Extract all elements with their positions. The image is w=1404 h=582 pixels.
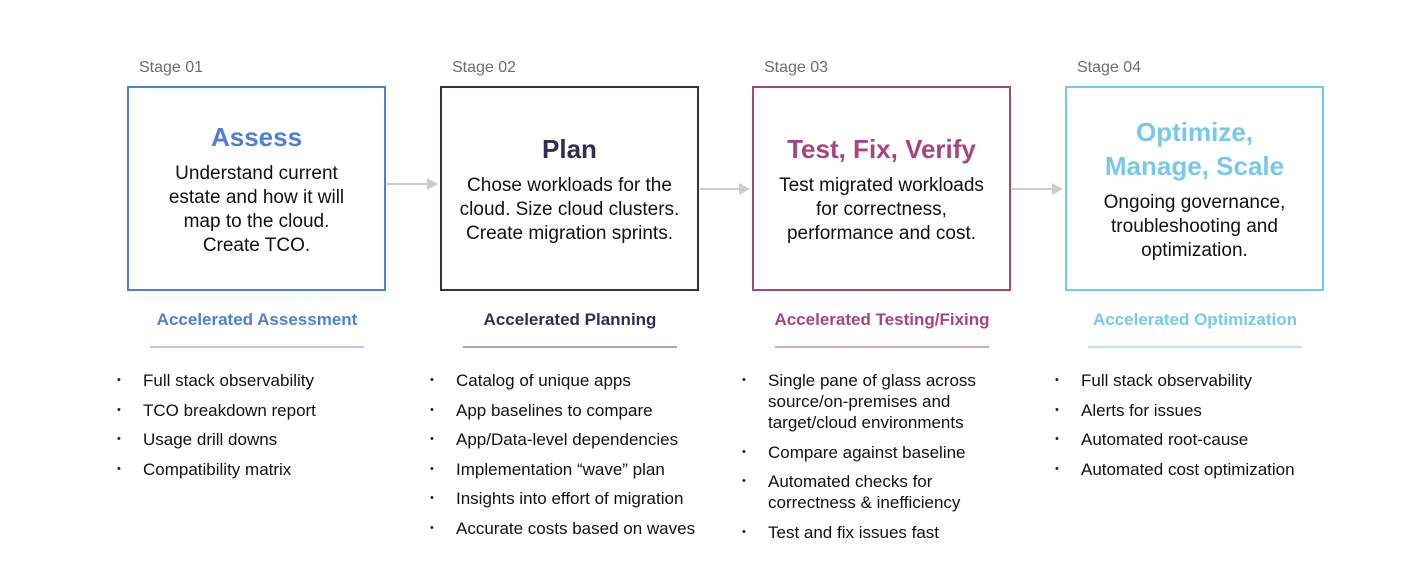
stage-box: Optimize, Manage, Scale Ongoing governan… bbox=[1065, 86, 1324, 291]
feature-list: Single pane of glass across source/on-pr… bbox=[738, 370, 1008, 543]
feature-item: App baselines to compare bbox=[426, 400, 726, 421]
stage-title: Assess bbox=[210, 121, 303, 152]
feature-item: Compatibility matrix bbox=[113, 459, 413, 480]
stage-1: Stage 01 Assess Understand current estat… bbox=[117, 58, 387, 488]
arrow-head bbox=[1052, 183, 1063, 195]
stage-title: Optimize, Manage, Scale bbox=[1104, 116, 1285, 181]
feature-list: Catalog of unique appsApp baselines to c… bbox=[426, 370, 726, 539]
stage-description: Test migrated workloads for correctness,… bbox=[779, 174, 984, 244]
arrow-head bbox=[739, 183, 750, 195]
stage-label: Stage 01 bbox=[139, 59, 204, 76]
feature-item: Automated checks for correctness & ineff… bbox=[738, 471, 1008, 513]
stage-label: Stage 04 bbox=[1077, 59, 1142, 76]
arrow-right-icon bbox=[387, 178, 438, 190]
stage-title: Test, Fix, Verify bbox=[787, 133, 976, 164]
feature-item: Catalog of unique apps bbox=[426, 370, 726, 391]
stage-box: Assess Understand current estate and how… bbox=[127, 86, 386, 291]
accelerator-underline bbox=[150, 346, 364, 348]
feature-list: Full stack observabilityTCO breakdown re… bbox=[113, 370, 413, 480]
stage-label: Stage 02 bbox=[452, 59, 517, 76]
feature-item: App/Data-level dependencies bbox=[426, 429, 726, 450]
accelerator-label: Accelerated Assessment bbox=[156, 310, 358, 329]
accelerator-label: Accelerated Planning bbox=[483, 310, 657, 329]
stage-4: Stage 04 Optimize, Manage, Scale Ongoing… bbox=[1055, 58, 1325, 488]
feature-item: Test and fix issues fast bbox=[738, 522, 1008, 543]
feature-item: Insights into effort of migration bbox=[426, 488, 726, 509]
feature-item: Accurate costs based on waves bbox=[426, 518, 726, 539]
stage-description: Understand current estate and how it wil… bbox=[168, 162, 345, 256]
feature-item: TCO breakdown report bbox=[113, 400, 413, 421]
feature-item: Alerts for issues bbox=[1051, 400, 1351, 421]
feature-item: Automated root-cause bbox=[1051, 429, 1351, 450]
stage-2: Stage 02 Plan Chose workloads for the cl… bbox=[430, 58, 700, 547]
feature-item: Implementation “wave” plan bbox=[426, 459, 726, 480]
accelerator-underline bbox=[463, 346, 677, 348]
feature-item: Usage drill downs bbox=[113, 429, 413, 450]
stage-title: Plan bbox=[542, 133, 597, 164]
feature-item: Automated cost optimization bbox=[1051, 459, 1351, 480]
accelerator-underline bbox=[1088, 346, 1302, 348]
feature-item: Single pane of glass across source/on-pr… bbox=[738, 370, 1008, 433]
stage-box: Plan Chose workloads for the cloud. Size… bbox=[440, 86, 699, 291]
feature-item: Compare against baseline bbox=[738, 442, 1008, 463]
accelerator-underline bbox=[775, 346, 989, 348]
stage-description: Chose workloads for the cloud. Size clou… bbox=[459, 174, 680, 244]
stage-3: Stage 03 Test, Fix, Verify Test migrated… bbox=[742, 58, 1012, 551]
accelerator-label: Accelerated Optimization bbox=[1092, 310, 1298, 329]
stage-label: Stage 03 bbox=[764, 59, 829, 76]
feature-item: Full stack observability bbox=[113, 370, 413, 391]
stage-description: Ongoing governance, troubleshooting and … bbox=[1103, 191, 1286, 261]
arrow-head bbox=[427, 178, 438, 190]
arrow-right-icon bbox=[1012, 183, 1063, 195]
feature-list: Full stack observabilityAlerts for issue… bbox=[1051, 370, 1351, 480]
arrow-right-icon bbox=[700, 183, 750, 195]
stage-box: Test, Fix, Verify Test migrated workload… bbox=[752, 86, 1011, 291]
accelerator-label: Accelerated Testing/Fixing bbox=[774, 310, 990, 329]
feature-item: Full stack observability bbox=[1051, 370, 1351, 391]
